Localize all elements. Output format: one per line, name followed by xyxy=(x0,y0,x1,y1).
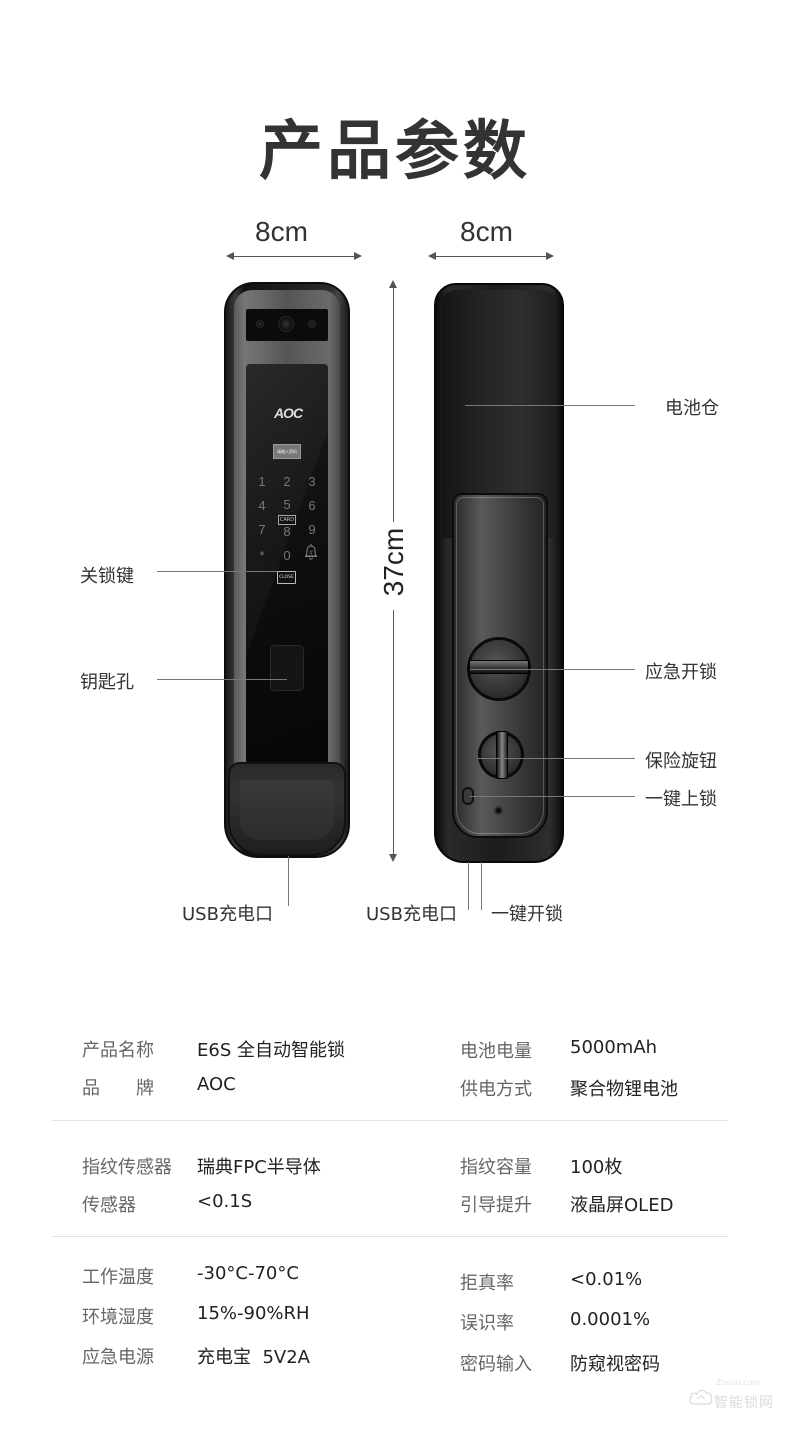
keypad-key-6[interactable]: 6 xyxy=(308,498,316,513)
back-plate-rim xyxy=(456,497,544,834)
divider xyxy=(52,1236,728,1237)
spec-label: 误识率 xyxy=(460,1313,514,1334)
watermark: Znsuo.com 智能锁网 xyxy=(688,1378,788,1418)
callout-front-usb: USB充电口 xyxy=(182,904,273,925)
camera-lens-icon xyxy=(278,316,294,332)
keypad-key-7[interactable]: 7 xyxy=(258,522,266,537)
sensor-icon xyxy=(256,320,264,328)
aoc-logo: AOC xyxy=(273,405,303,421)
spec-value: AOC xyxy=(197,1074,236,1095)
keypad-key-2[interactable]: 2 xyxy=(283,474,291,489)
emergency-knob-slot xyxy=(469,660,529,674)
keyhole-cover xyxy=(270,645,304,691)
spec-label: 引导提升 xyxy=(460,1195,532,1216)
watermark-url: Znsuo.com xyxy=(716,1378,761,1387)
callout-line xyxy=(481,862,482,910)
spec-value: -30°C-70°C xyxy=(197,1263,299,1284)
callout-emergency-unlock: 应急开锁 xyxy=(645,662,717,683)
divider xyxy=(52,1120,728,1121)
spec-value: <0.1S xyxy=(197,1191,253,1212)
spec-value: 瑞典FPC半导体 xyxy=(197,1157,321,1178)
spec-value: 聚合物锂电池 xyxy=(570,1079,678,1100)
arrow-left-icon xyxy=(226,252,234,260)
callout-battery: 电池仓 xyxy=(665,398,719,419)
page-title: 产品参数 xyxy=(259,115,531,189)
card-reader-badge: CARD xyxy=(278,515,296,525)
keypad-key-5[interactable]: 5 xyxy=(283,497,291,512)
front-handle-grip xyxy=(240,780,334,840)
arrow-left-icon xyxy=(428,252,436,260)
close-lock-button[interactable]: CLOSE xyxy=(277,571,296,584)
keypad-key-0[interactable]: 0 xyxy=(283,548,291,563)
spec-label: 电池电量 xyxy=(460,1041,532,1062)
spec-label: 供电方式 xyxy=(460,1079,532,1100)
callout-keyhole: 钥匙孔 xyxy=(80,672,134,693)
callout-line xyxy=(470,669,635,670)
spec-value: 0.0001% xyxy=(570,1309,651,1330)
arrow-up-icon xyxy=(389,280,397,288)
spec-label: 环境湿度 xyxy=(82,1307,154,1328)
keypad-key-1[interactable]: 1 xyxy=(258,474,266,489)
callout-safety-knob: 保险旋钮 xyxy=(645,751,717,772)
svg-text:#: # xyxy=(309,551,313,557)
spec-label: 指纹容量 xyxy=(460,1157,532,1178)
front-width-label: 8cm xyxy=(255,216,308,247)
spec-label: 传感器 xyxy=(82,1195,136,1216)
callout-line xyxy=(157,571,277,572)
spec-label: 应急电源 xyxy=(82,1347,154,1368)
height-label: 37cm xyxy=(378,527,409,597)
spec-label: 密码输入 xyxy=(460,1354,532,1375)
spec-value: 100枚 xyxy=(570,1157,623,1178)
cloud-logo-icon xyxy=(689,1389,713,1405)
spec-label: 工作温度 xyxy=(82,1267,154,1288)
callout-line xyxy=(288,856,289,906)
keypad-key-4[interactable]: 4 xyxy=(258,498,266,513)
doorbell-icon[interactable]: # xyxy=(303,543,319,561)
spec-label: 指纹传感器 xyxy=(82,1157,172,1178)
back-width-label: 8cm xyxy=(460,216,513,247)
callout-line xyxy=(157,679,287,680)
spec-value: 5000mAh xyxy=(570,1037,658,1058)
spec-value: 15%-90%RH xyxy=(197,1303,310,1324)
spec-value: <0.01% xyxy=(570,1269,643,1290)
spec-label: 拒真率 xyxy=(460,1273,514,1294)
reset-hole xyxy=(494,806,503,815)
height-line-bottom xyxy=(393,610,394,858)
arrow-right-icon xyxy=(546,252,554,260)
arrow-down-icon xyxy=(389,854,397,862)
callout-back-usb: USB充电口 xyxy=(366,904,457,925)
callout-line xyxy=(468,862,469,910)
callout-one-key-unlock: 一键开锁 xyxy=(491,904,563,925)
callout-line xyxy=(477,758,635,759)
spec-value: 防窥视密码 xyxy=(570,1354,660,1375)
watermark-text: 智能锁网 xyxy=(714,1395,774,1411)
callout-line xyxy=(465,405,635,406)
callout-line xyxy=(470,796,635,797)
sensor-icon xyxy=(308,320,316,328)
safety-knob-grip xyxy=(496,731,508,779)
front-width-line xyxy=(228,256,358,257)
keypad-key-star[interactable]: * xyxy=(259,548,265,563)
spec-label: 产品名称 xyxy=(82,1040,154,1061)
keypad-key-8[interactable]: 8 xyxy=(283,524,291,539)
spec-value: 充电宝 5V2A xyxy=(197,1347,310,1368)
spec-value: 液晶屏OLED xyxy=(570,1195,674,1216)
spec-label: 品 牌 xyxy=(82,1078,154,1099)
arrow-right-icon xyxy=(354,252,362,260)
callout-close-key: 关锁键 xyxy=(80,566,134,587)
oled-screen: 请输入密码 xyxy=(273,444,301,459)
spec-value: E6S 全自动智能锁 xyxy=(197,1040,345,1061)
back-width-line xyxy=(430,256,550,257)
height-line-top xyxy=(393,284,394,522)
keypad-key-3[interactable]: 3 xyxy=(308,474,316,489)
callout-one-key-lock: 一键上锁 xyxy=(645,789,717,810)
keypad-key-9[interactable]: 9 xyxy=(308,522,316,537)
